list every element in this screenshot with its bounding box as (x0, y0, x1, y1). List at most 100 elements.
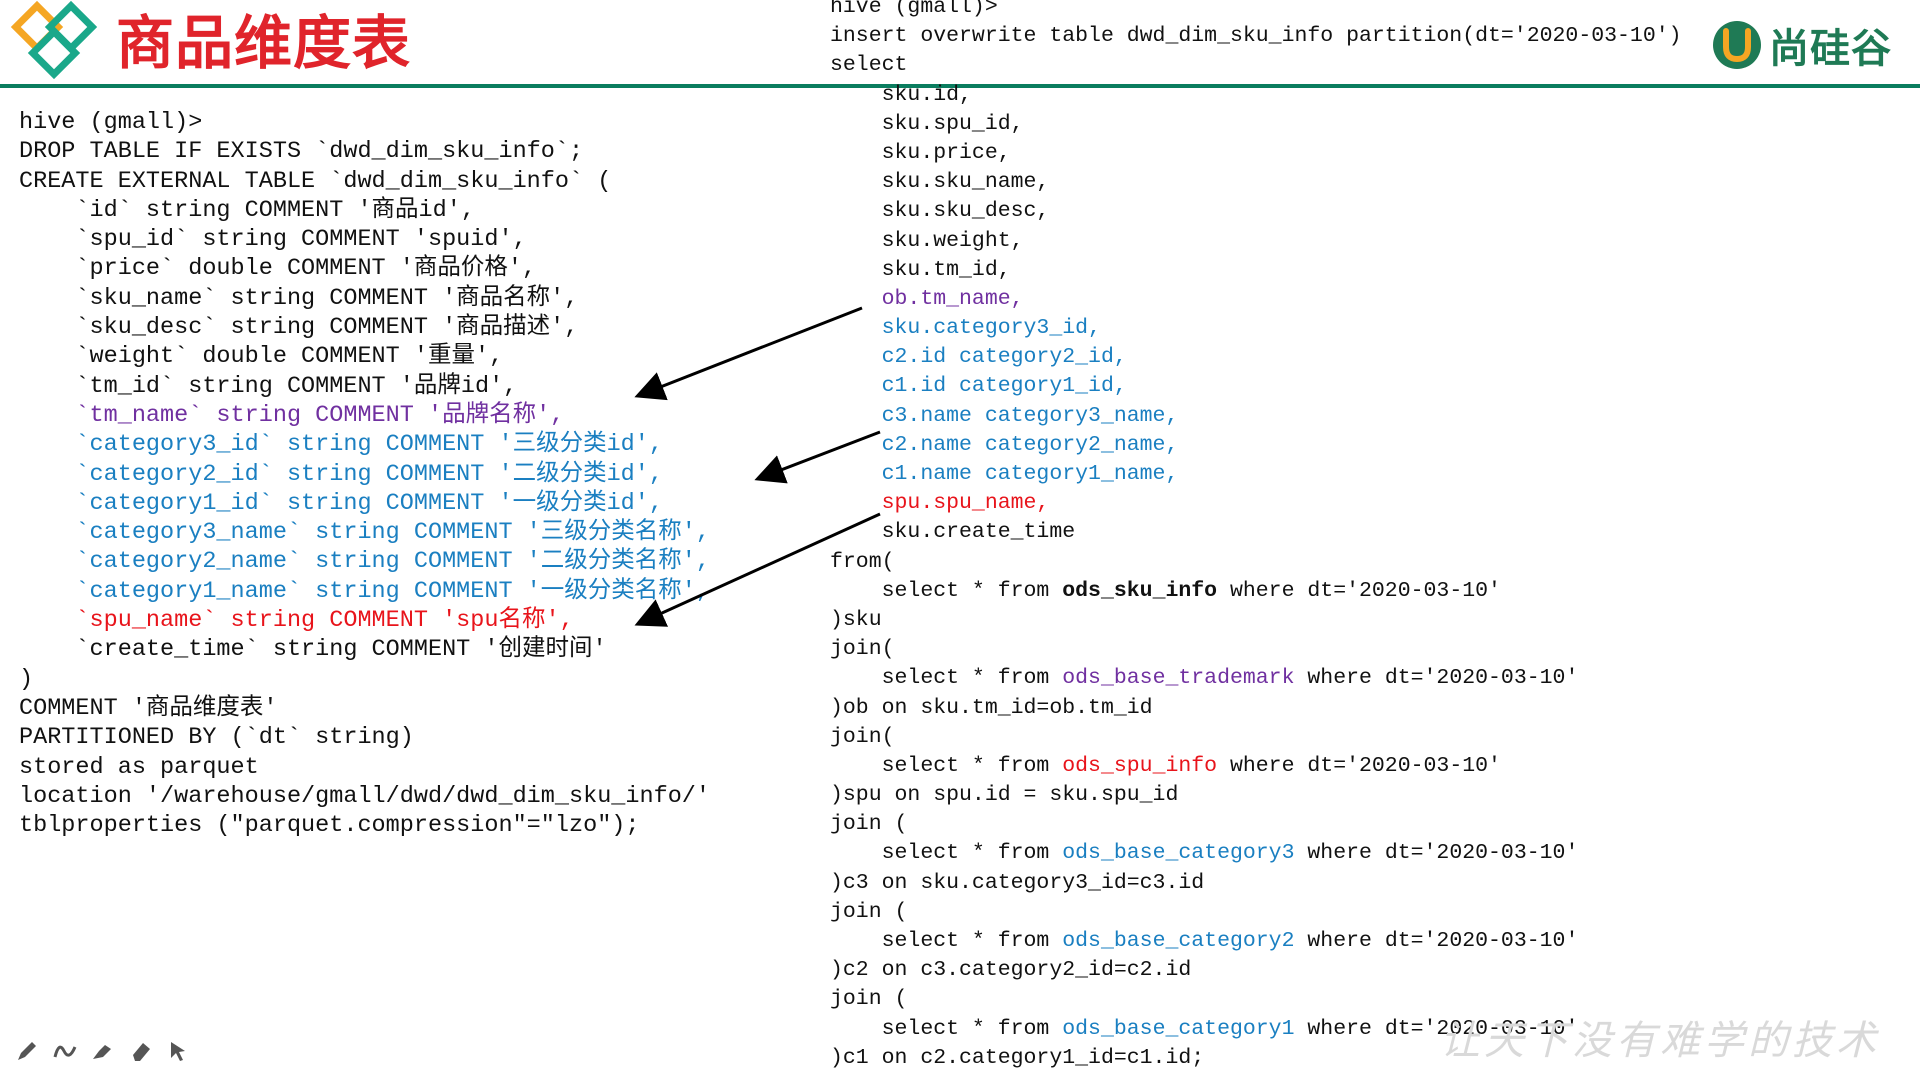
code-line: select * from ods_base_category1 where d… (830, 1015, 1682, 1044)
code-segment: where dt='2020-03-10' (1294, 1016, 1579, 1041)
code-segment: )c3 on sku.category3_id=c3.id (830, 870, 1205, 895)
code-segment: `category2_name` string COMMENT '二级分类名称'… (19, 548, 710, 576)
code-line: COMMENT '商品维度表' (19, 694, 710, 723)
code-line: join( (830, 723, 1682, 752)
code-segment: hive (gmall)> (830, 0, 998, 19)
code-segment: `create_time` string COMMENT '创建时间' (19, 636, 607, 664)
logo-diamonds-icon (10, 0, 98, 80)
code-line: `sku_desc` string COMMENT '商品描述', (19, 313, 710, 342)
code-segment: ods_base_category2 (1062, 929, 1295, 953)
code-line: `spu_id` string COMMENT 'spuid', (19, 225, 710, 254)
pen-icon[interactable] (14, 1038, 40, 1064)
code-line: join ( (830, 898, 1682, 927)
code-segment: `spu_name` string COMMENT 'spu名称', (19, 607, 574, 635)
eraser-icon[interactable] (128, 1038, 154, 1064)
code-segment: `category3_id` string COMMENT '三级分类id', (19, 431, 663, 459)
highlighter-icon[interactable] (90, 1038, 116, 1064)
code-segment: select * from (830, 753, 1063, 778)
code-segment: CREATE EXTERNAL TABLE `dwd_dim_sku_info`… (19, 167, 612, 195)
code-line: `category1_name` string COMMENT '一级分类名称'… (19, 577, 710, 606)
code-line: )c1 on c2.category1_id=c1.id; (830, 1044, 1682, 1073)
code-line: hive (gmall)> (830, 0, 1682, 22)
code-line: c2.name category2_name, (830, 431, 1682, 460)
code-segment: select * from (830, 929, 1063, 953)
code-segment: join ( (830, 987, 908, 1012)
code-segment: `spu_id` string COMMENT 'spuid', (19, 226, 527, 254)
code-segment: `weight` double COMMENT '重量', (19, 343, 504, 371)
code-segment: sku.weight, (830, 228, 1024, 253)
code-segment: stored as parquet (19, 753, 259, 781)
code-segment: `category2_id` string COMMENT '二级分类id', (19, 460, 663, 488)
code-line: select * from ods_base_category2 where d… (830, 927, 1682, 956)
code-segment: `tm_id` string COMMENT '品牌id', (19, 372, 518, 400)
code-line: sku.id, (830, 81, 1682, 110)
code-line: join ( (830, 985, 1682, 1014)
code-segment: ods_sku_info (1062, 578, 1218, 603)
code-line: ob.tm_name, (830, 285, 1682, 314)
code-segment: join( (830, 724, 895, 749)
curve-icon[interactable] (52, 1038, 78, 1064)
code-line: sku.sku_name, (830, 168, 1682, 197)
code-segment: c1.id category1_id, (830, 374, 1127, 399)
code-line: sku.price, (830, 139, 1682, 168)
code-segment: ods_spu_info (1062, 753, 1218, 778)
code-line: sku.weight, (830, 227, 1682, 256)
code-segment: join ( (830, 812, 908, 837)
code-segment: c3.name category3_name, (830, 403, 1179, 428)
code-segment: )c2 on c3.category2_id=c2.id (830, 958, 1192, 983)
code-line: )spu on spu.id = sku.spu_id (830, 781, 1682, 810)
code-line: `category2_name` string COMMENT '二级分类名称'… (19, 547, 710, 576)
code-segment: ) (19, 665, 34, 693)
code-line: `id` string COMMENT '商品id', (19, 196, 710, 225)
code-segment: where dt='2020-03-10' (1217, 753, 1501, 778)
code-segment: where dt='2020-03-10' (1217, 578, 1501, 603)
code-segment: `category3_name` string COMMENT '三级分类名称'… (19, 519, 710, 547)
code-segment: sku.spu_id, (830, 111, 1024, 136)
code-line: )ob on sku.tm_id=ob.tm_id (830, 694, 1682, 723)
code-line: `create_time` string COMMENT '创建时间' (19, 635, 710, 664)
code-line: `category3_id` string COMMENT '三级分类id', (19, 430, 710, 459)
code-line: `price` double COMMENT '商品价格', (19, 254, 710, 283)
code-line: c3.name category3_name, (830, 402, 1682, 431)
code-line: tblproperties ("parquet.compression"="lz… (19, 811, 710, 840)
code-segment: c2.name category2_name, (830, 432, 1179, 457)
code-segment: )c1 on c2.category1_id=c1.id; (830, 1045, 1205, 1070)
code-segment: join( (830, 637, 895, 662)
code-line: PARTITIONED BY (`dt` string) (19, 723, 710, 752)
code-line: sku.spu_id, (830, 110, 1682, 139)
code-segment: select (830, 53, 908, 78)
code-segment: sku.sku_desc, (830, 199, 1050, 224)
code-segment: `category1_id` string COMMENT '一级分类id', (19, 489, 663, 517)
code-segment: where dt='2020-03-10' (1294, 929, 1579, 953)
code-segment: select * from (830, 841, 1063, 866)
code-line: `category2_id` string COMMENT '二级分类id', (19, 460, 710, 489)
code-line: select (830, 51, 1682, 80)
code-line: select * from ods_base_category3 where d… (830, 839, 1682, 868)
code-line: insert overwrite table dwd_dim_sku_info … (830, 22, 1682, 51)
code-line: `tm_name` string COMMENT '品牌名称', (19, 401, 710, 430)
code-segment: `sku_desc` string COMMENT '商品描述', (19, 314, 579, 342)
code-segment: `id` string COMMENT '商品id', (19, 196, 475, 224)
code-segment: `price` double COMMENT '商品价格', (19, 255, 537, 283)
pointer-icon[interactable] (166, 1038, 192, 1064)
code-line: )c2 on c3.category2_id=c2.id (830, 956, 1682, 985)
watermark-slogan: 让天下没有难学的技术 (1440, 1018, 1880, 1064)
code-segment: insert overwrite table dwd_dim_sku_info … (830, 24, 1682, 49)
code-line: c1.name category1_name, (830, 460, 1682, 489)
code-segment: location '/warehouse/gmall/dwd/dwd_dim_s… (19, 782, 711, 810)
code-segment: where dt='2020-03-10' (1294, 666, 1579, 691)
brand-u-icon (1713, 21, 1761, 69)
code-segment: spu.spu_name, (830, 491, 1050, 516)
code-line: `tm_id` string COMMENT '品牌id', (19, 372, 710, 401)
code-line: join ( (830, 810, 1682, 839)
code-segment: ods_base_category1 (1062, 1016, 1295, 1041)
code-line: sku.create_time (830, 518, 1682, 547)
insert-select-code-block: hive (gmall)> insert overwrite table dwd_… (830, 0, 1682, 1073)
annotation-toolbar (14, 1038, 192, 1064)
code-line: `category3_name` string COMMENT '三级分类名称'… (19, 518, 710, 547)
code-line: ) (19, 665, 710, 694)
code-line: select * from ods_spu_info where dt='202… (830, 752, 1682, 781)
code-segment: `category1_name` string COMMENT '一级分类名称'… (19, 577, 710, 605)
code-segment: ob.tm_name, (830, 286, 1024, 311)
code-segment: `sku_name` string COMMENT '商品名称', (19, 284, 579, 312)
